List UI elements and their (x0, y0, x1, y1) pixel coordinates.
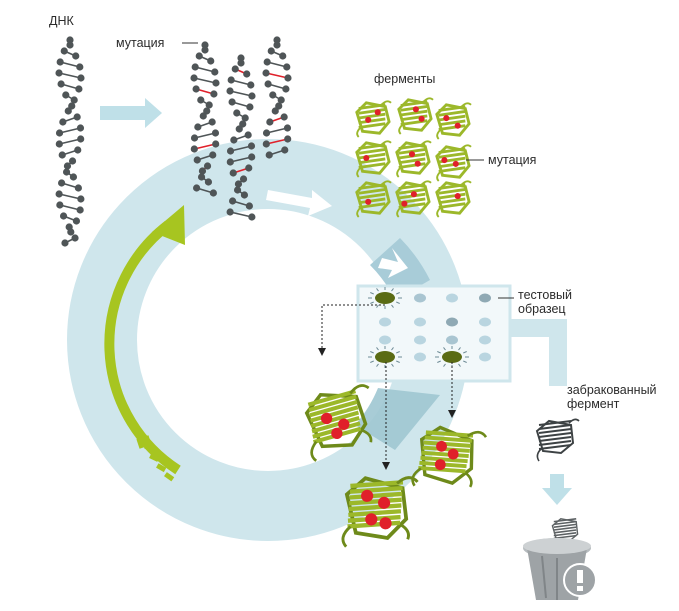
cycle-arrow-icon (104, 205, 185, 482)
selected-enzyme-1-icon (304, 384, 373, 462)
rejected-label-2: фермент (567, 397, 620, 411)
well (414, 317, 426, 327)
enzymes-label: ферменты (374, 72, 436, 86)
enzyme-icon (435, 180, 472, 218)
dna-mutant-3-icon (262, 36, 292, 159)
selected-enzyme-3-icon (411, 425, 488, 488)
selected-enzymes (304, 384, 488, 548)
enzyme-icon (435, 102, 472, 140)
well (479, 293, 491, 303)
discarded-enzyme-icon (551, 518, 579, 542)
dna-mutant-2-icon (226, 54, 256, 221)
dashed-arrows (321, 304, 453, 462)
test-plate-icon (356, 284, 512, 383)
enzyme-icon (355, 180, 392, 218)
well (414, 352, 426, 362)
well (414, 293, 426, 303)
enzyme-icon (355, 140, 392, 178)
well (446, 317, 458, 327)
dna-helices (55, 36, 292, 247)
enzyme-icon (395, 180, 432, 218)
well (446, 335, 458, 345)
dna-label: ДНК (49, 14, 74, 28)
positive-well (368, 287, 402, 309)
well (479, 317, 491, 327)
mutation-label-top: мутация (116, 36, 165, 50)
enzyme-icon (397, 97, 434, 135)
well (379, 335, 391, 345)
enzyme-icon (395, 140, 432, 178)
dashed-arrowheads (318, 348, 456, 470)
enzyme-icon (435, 144, 472, 182)
test-sample-label-2: образец (518, 302, 566, 316)
trash-bin-icon (523, 538, 597, 600)
rejected-label-1: забракованный (567, 383, 657, 397)
dna-original-icon (55, 36, 85, 247)
well (379, 317, 391, 327)
ring-white-arrows (266, 190, 408, 278)
positive-well (368, 346, 402, 368)
rejected-path (510, 319, 572, 505)
well (479, 335, 491, 345)
rejected-enzyme-icon (535, 418, 580, 542)
well (446, 293, 458, 303)
well (479, 352, 491, 362)
test-sample-label-1: тестовый (518, 288, 572, 302)
positive-well (435, 346, 469, 368)
arrow-to-mutation (100, 98, 162, 128)
enzyme-icon (355, 100, 392, 138)
mutation-label-enzymes: мутация (488, 153, 537, 167)
well (414, 335, 426, 345)
dna-mutant-1-icon (190, 41, 220, 197)
selected-enzyme-2-icon (341, 476, 419, 548)
enzyme-grid (355, 97, 472, 218)
